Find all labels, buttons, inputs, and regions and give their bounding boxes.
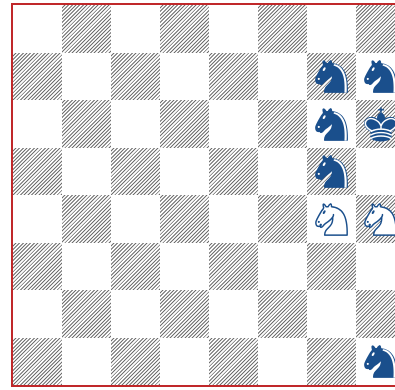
square-h3[interactable] — [356, 243, 395, 291]
square-h7[interactable] — [356, 53, 395, 101]
square-c8[interactable] — [111, 5, 160, 53]
white-knight-icon[interactable] — [307, 195, 356, 243]
square-f7[interactable] — [258, 53, 307, 101]
square-g3[interactable] — [307, 243, 356, 291]
square-a3[interactable] — [13, 243, 62, 291]
square-g4[interactable] — [307, 195, 356, 243]
square-e2[interactable] — [209, 290, 258, 338]
square-e7[interactable] — [209, 53, 258, 101]
square-c1[interactable] — [111, 338, 160, 386]
square-d5[interactable] — [160, 148, 209, 196]
square-c3[interactable] — [111, 243, 160, 291]
square-d6[interactable] — [160, 100, 209, 148]
square-a8[interactable] — [13, 5, 62, 53]
square-g7[interactable] — [307, 53, 356, 101]
square-f2[interactable] — [258, 290, 307, 338]
square-e3[interactable] — [209, 243, 258, 291]
square-h5[interactable] — [356, 148, 395, 196]
square-b7[interactable] — [62, 53, 111, 101]
square-c6[interactable] — [111, 100, 160, 148]
black-king-icon[interactable] — [356, 100, 395, 148]
square-f8[interactable] — [258, 5, 307, 53]
square-d4[interactable] — [160, 195, 209, 243]
square-a4[interactable] — [13, 195, 62, 243]
square-d1[interactable] — [160, 338, 209, 386]
square-h6[interactable] — [356, 100, 395, 148]
square-b6[interactable] — [62, 100, 111, 148]
square-c4[interactable] — [111, 195, 160, 243]
square-b1[interactable] — [62, 338, 111, 386]
square-h8[interactable] — [356, 5, 395, 53]
square-g8[interactable] — [307, 5, 356, 53]
square-f3[interactable] — [258, 243, 307, 291]
square-a5[interactable] — [13, 148, 62, 196]
square-e5[interactable] — [209, 148, 258, 196]
square-g5[interactable] — [307, 148, 356, 196]
square-e6[interactable] — [209, 100, 258, 148]
square-a7[interactable] — [13, 53, 62, 101]
white-knight-icon[interactable] — [356, 195, 395, 243]
square-b5[interactable] — [62, 148, 111, 196]
square-f6[interactable] — [258, 100, 307, 148]
black-knight-icon[interactable] — [356, 338, 395, 386]
square-a2[interactable] — [13, 290, 62, 338]
black-knight-icon[interactable] — [307, 100, 356, 148]
square-g1[interactable] — [307, 338, 356, 386]
square-d3[interactable] — [160, 243, 209, 291]
black-knight-icon[interactable] — [307, 148, 356, 196]
black-knight-icon[interactable] — [356, 53, 395, 101]
square-e8[interactable] — [209, 5, 258, 53]
square-d7[interactable] — [160, 53, 209, 101]
chess-board — [13, 5, 395, 387]
square-a1[interactable] — [13, 338, 62, 386]
square-b3[interactable] — [62, 243, 111, 291]
square-b8[interactable] — [62, 5, 111, 53]
square-a6[interactable] — [13, 100, 62, 148]
square-f5[interactable] — [258, 148, 307, 196]
square-c7[interactable] — [111, 53, 160, 101]
square-g2[interactable] — [307, 290, 356, 338]
square-d8[interactable] — [160, 5, 209, 53]
square-g6[interactable] — [307, 100, 356, 148]
chess-board-frame — [11, 3, 395, 387]
square-h1[interactable] — [356, 338, 395, 386]
square-c5[interactable] — [111, 148, 160, 196]
square-f4[interactable] — [258, 195, 307, 243]
square-e1[interactable] — [209, 338, 258, 386]
black-knight-icon[interactable] — [307, 53, 356, 101]
square-d2[interactable] — [160, 290, 209, 338]
square-h4[interactable] — [356, 195, 395, 243]
square-f1[interactable] — [258, 338, 307, 386]
square-b4[interactable] — [62, 195, 111, 243]
square-e4[interactable] — [209, 195, 258, 243]
square-b2[interactable] — [62, 290, 111, 338]
square-h2[interactable] — [356, 290, 395, 338]
square-c2[interactable] — [111, 290, 160, 338]
